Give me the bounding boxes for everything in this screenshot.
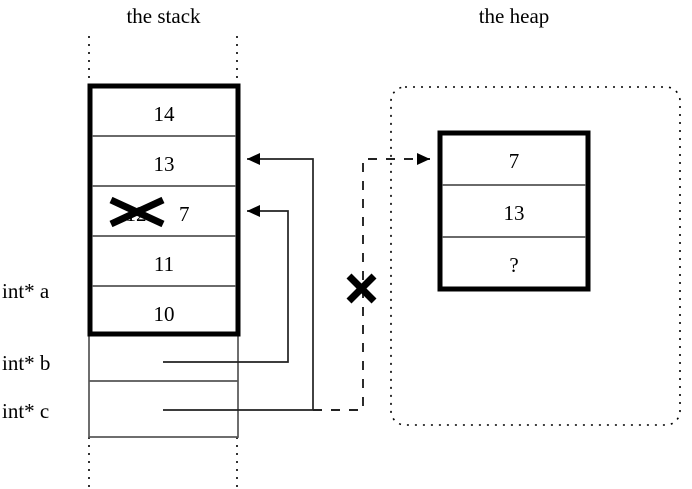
heap-region-boundary — [390, 86, 681, 426]
stack-title: the stack — [126, 4, 201, 28]
heap-cell-value-2: ? — [509, 253, 519, 277]
heap-box — [437, 130, 591, 292]
pointer-b-path — [163, 205, 289, 363]
broken-pointer-x-icon — [346, 273, 377, 304]
stack-cell-value-0: 14 — [153, 102, 175, 126]
pointer-c-path — [163, 153, 314, 411]
struck-value-x-icon — [109, 196, 165, 228]
stack-cell-value-2: 12 — [125, 202, 147, 226]
variable-label-a: int* a — [2, 279, 50, 303]
heap-box-outline — [437, 130, 591, 292]
stack-cell-value-3: 11 — [153, 252, 175, 276]
struck-value-x-stroke-2 — [109, 196, 165, 228]
heap-title: the heap — [478, 4, 550, 28]
stack-cell-value-4: 10 — [153, 302, 175, 326]
pointer-b-connector — [163, 205, 289, 363]
stack-box — [87, 83, 241, 337]
dangling-pointer-path — [313, 153, 430, 411]
stack-box-outline — [87, 83, 241, 337]
stack-variable-box — [88, 332, 239, 438]
broken-pointer-x-stroke-2 — [346, 273, 377, 304]
variable-label-b: int* b — [2, 351, 51, 375]
pointer-c-connector — [163, 153, 314, 411]
stack-cell-value-1: 13 — [153, 152, 175, 176]
stack-cell-replacement-2: 7 — [179, 202, 190, 226]
heap-cell-value-1: 13 — [503, 201, 525, 225]
stack-variable-box-outline — [88, 332, 239, 438]
heap-cell-value-0: 7 — [508, 149, 520, 173]
dangling-pointer-connector — [313, 153, 430, 411]
variable-label-c: int* c — [2, 399, 50, 423]
stack-region-guides — [88, 36, 238, 489]
